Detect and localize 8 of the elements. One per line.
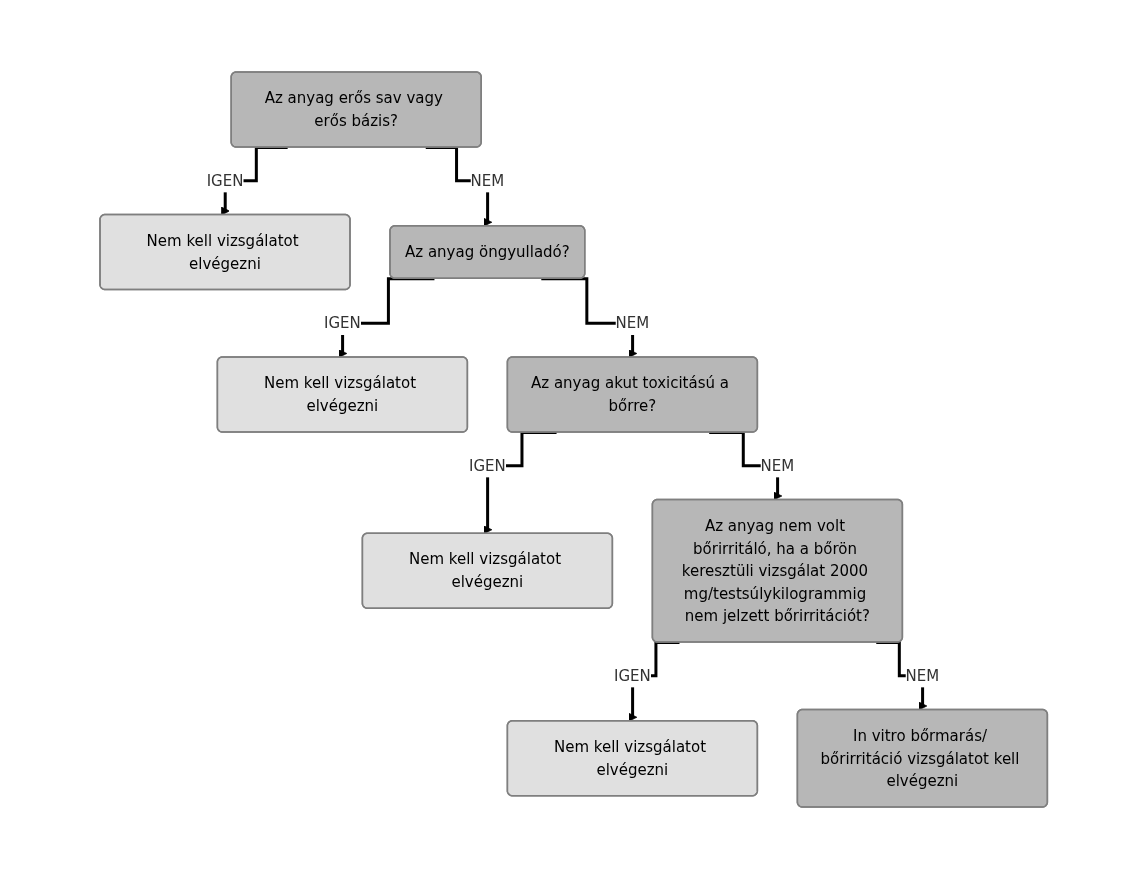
edge-label: NEM bbox=[470, 171, 505, 189]
edge-label: NEM bbox=[905, 666, 940, 684]
edge-label: IGEN bbox=[206, 171, 244, 189]
edge-label: NEM bbox=[760, 456, 795, 474]
edge-label: IGEN bbox=[613, 666, 651, 684]
edge-label: NEM bbox=[615, 313, 650, 332]
edge-label: IGEN bbox=[468, 456, 506, 474]
edge-label: IGEN bbox=[323, 313, 361, 332]
